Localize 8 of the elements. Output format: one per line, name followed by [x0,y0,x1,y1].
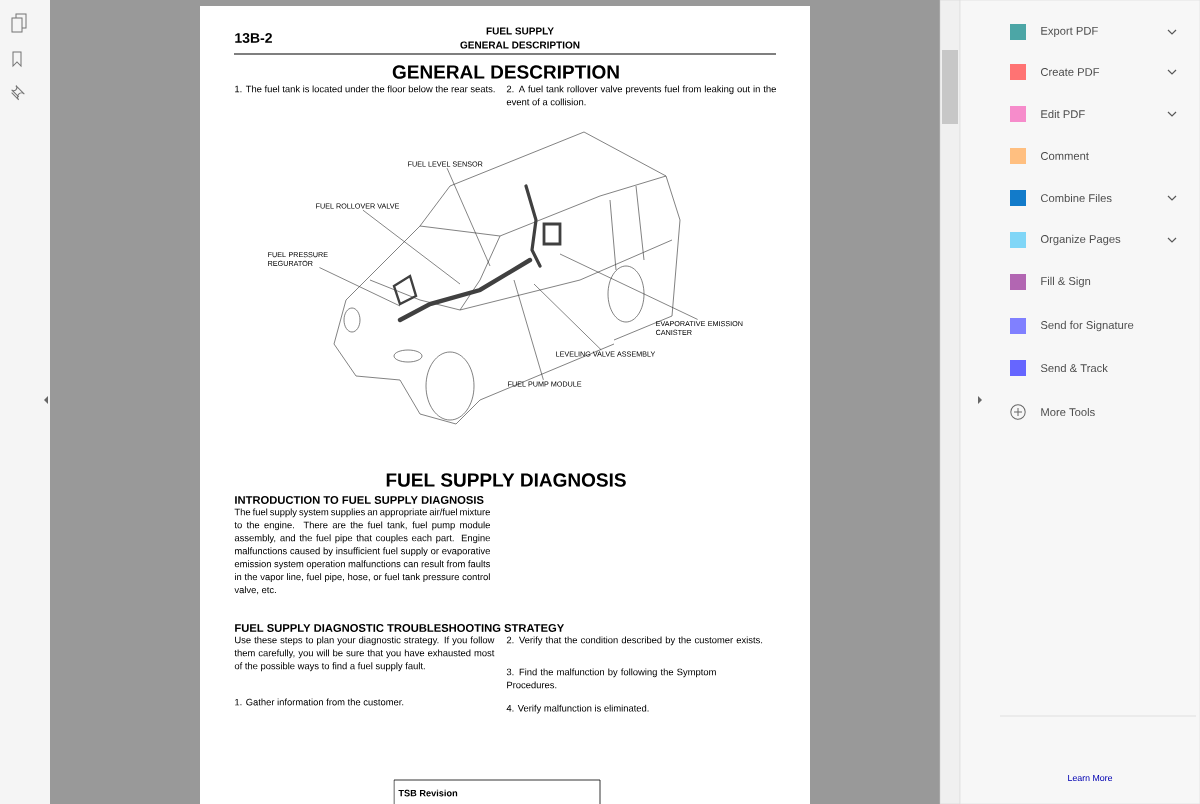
section-heading: FUEL SUPPLY DIAGNOSIS [386,473,626,487]
leader-line [559,253,698,320]
leader-line [446,167,491,267]
leader-line [362,209,461,285]
leader-line [513,279,544,381]
leader-line [533,283,602,351]
section-heading: GENERAL DESCRIPTION [392,65,619,79]
leader-line [319,267,401,307]
